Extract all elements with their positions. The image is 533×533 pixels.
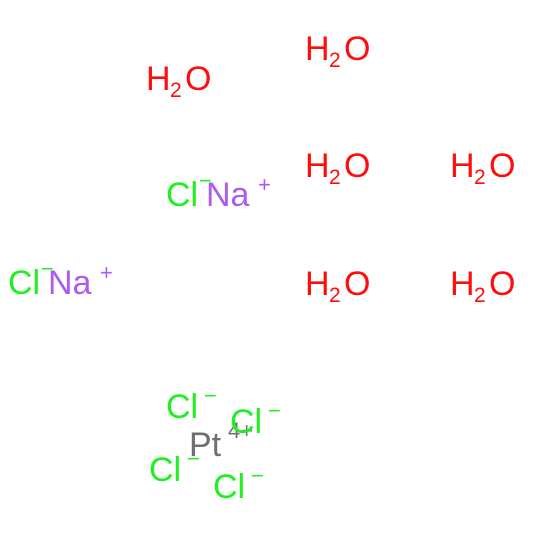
water-h: H bbox=[305, 147, 330, 185]
chloride-charge: − bbox=[187, 446, 200, 471]
chloride-symbol: Cl bbox=[213, 468, 245, 506]
chloride-symbol: Cl bbox=[230, 403, 262, 441]
chloride-charge: − bbox=[204, 383, 217, 408]
water-o: O bbox=[344, 265, 370, 303]
sodium-symbol: Na bbox=[48, 264, 92, 302]
water-h: H bbox=[450, 147, 475, 185]
sodium-charge: + bbox=[258, 172, 271, 197]
water-o: O bbox=[185, 60, 211, 98]
chloride-charge: − bbox=[41, 256, 54, 281]
water-o: O bbox=[489, 147, 515, 185]
water-subscript: 2 bbox=[329, 284, 341, 307]
chloride-symbol: Cl bbox=[166, 176, 198, 214]
platinum-charge: 4+ bbox=[228, 418, 253, 443]
water-h: H bbox=[146, 60, 171, 98]
water-o: O bbox=[344, 30, 370, 68]
sodium-charge: + bbox=[100, 260, 113, 285]
chloride-symbol: Cl bbox=[149, 451, 181, 489]
water-o: O bbox=[489, 265, 515, 303]
water-subscript: 2 bbox=[329, 166, 341, 189]
chloride-charge: − bbox=[251, 463, 264, 488]
water-subscript: 2 bbox=[170, 79, 182, 102]
water-h: H bbox=[305, 265, 330, 303]
water-h: H bbox=[450, 265, 475, 303]
chloride-symbol: Cl bbox=[166, 388, 198, 426]
sodium-symbol: Na bbox=[206, 176, 250, 214]
water-subscript: 2 bbox=[329, 49, 341, 72]
water-h: H bbox=[305, 30, 330, 68]
water-o: O bbox=[344, 147, 370, 185]
water-subscript: 2 bbox=[474, 284, 486, 307]
sodium-chloride-pairs: Cl−Na+Cl−Na+ bbox=[8, 168, 271, 302]
platinum-symbol: Pt bbox=[189, 426, 222, 464]
chloride-charge: − bbox=[199, 168, 212, 193]
chloride-charge: − bbox=[268, 398, 281, 423]
chloride-symbol: Cl bbox=[8, 264, 40, 302]
water-subscript: 2 bbox=[474, 166, 486, 189]
